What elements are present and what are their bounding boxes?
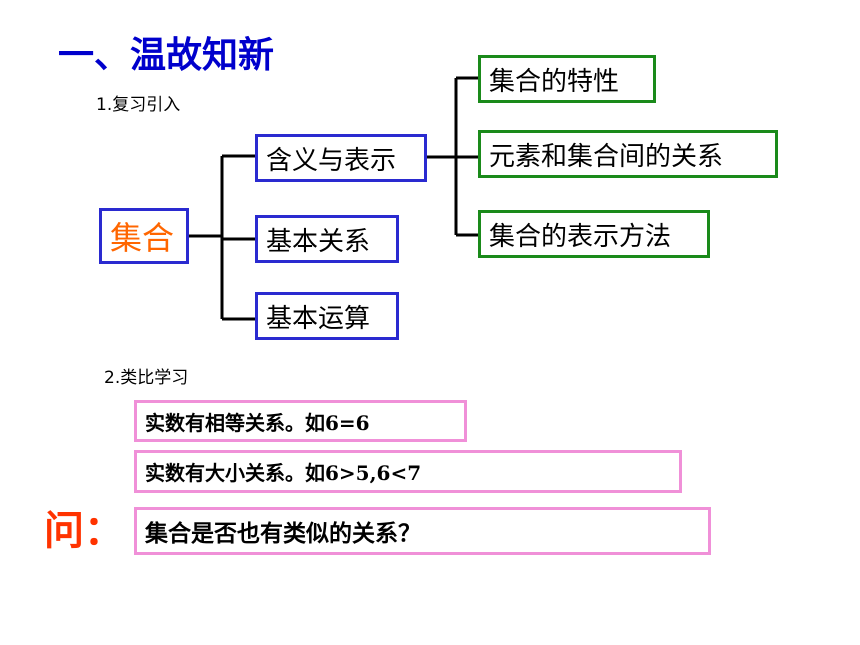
analogy-text: 实数有相等关系。如6=6	[145, 410, 370, 435]
root-node-label: 集合	[110, 219, 175, 257]
level1-node-label: 基本关系	[266, 226, 371, 257]
level1-node-meaning: 含义与表示	[255, 134, 427, 182]
section-review-label: 1.复习引入	[96, 95, 181, 115]
level1-node-label: 基本运算	[266, 303, 371, 334]
question-text: 集合是否也有类似的关系？	[145, 520, 421, 547]
page-title: 一、温故知新	[58, 35, 275, 76]
analogy-order: 实数有大小关系。如6>5,6<7	[134, 450, 682, 493]
level1-node-relation: 基本关系	[255, 215, 399, 263]
level2-node-property: 集合的特性	[478, 55, 656, 103]
level1-node-operation: 基本运算	[255, 292, 399, 340]
section-analogy-label: 2.类比学习	[104, 368, 189, 388]
level2-node-element-relation: 元素和集合间的关系	[478, 130, 778, 178]
level2-node-representation: 集合的表示方法	[478, 210, 710, 258]
level2-node-label: 元素和集合间的关系	[489, 141, 724, 172]
root-node: 集合	[99, 208, 189, 264]
level2-node-label: 集合的特性	[489, 66, 620, 97]
question-label: 问：	[44, 508, 124, 554]
level2-node-label: 集合的表示方法	[489, 221, 672, 252]
question-box: 集合是否也有类似的关系？	[134, 507, 711, 555]
analogy-text: 实数有大小关系。如6>5,6<7	[145, 461, 422, 485]
level1-node-label: 含义与表示	[266, 145, 397, 176]
analogy-equal: 实数有相等关系。如6=6	[134, 400, 467, 442]
